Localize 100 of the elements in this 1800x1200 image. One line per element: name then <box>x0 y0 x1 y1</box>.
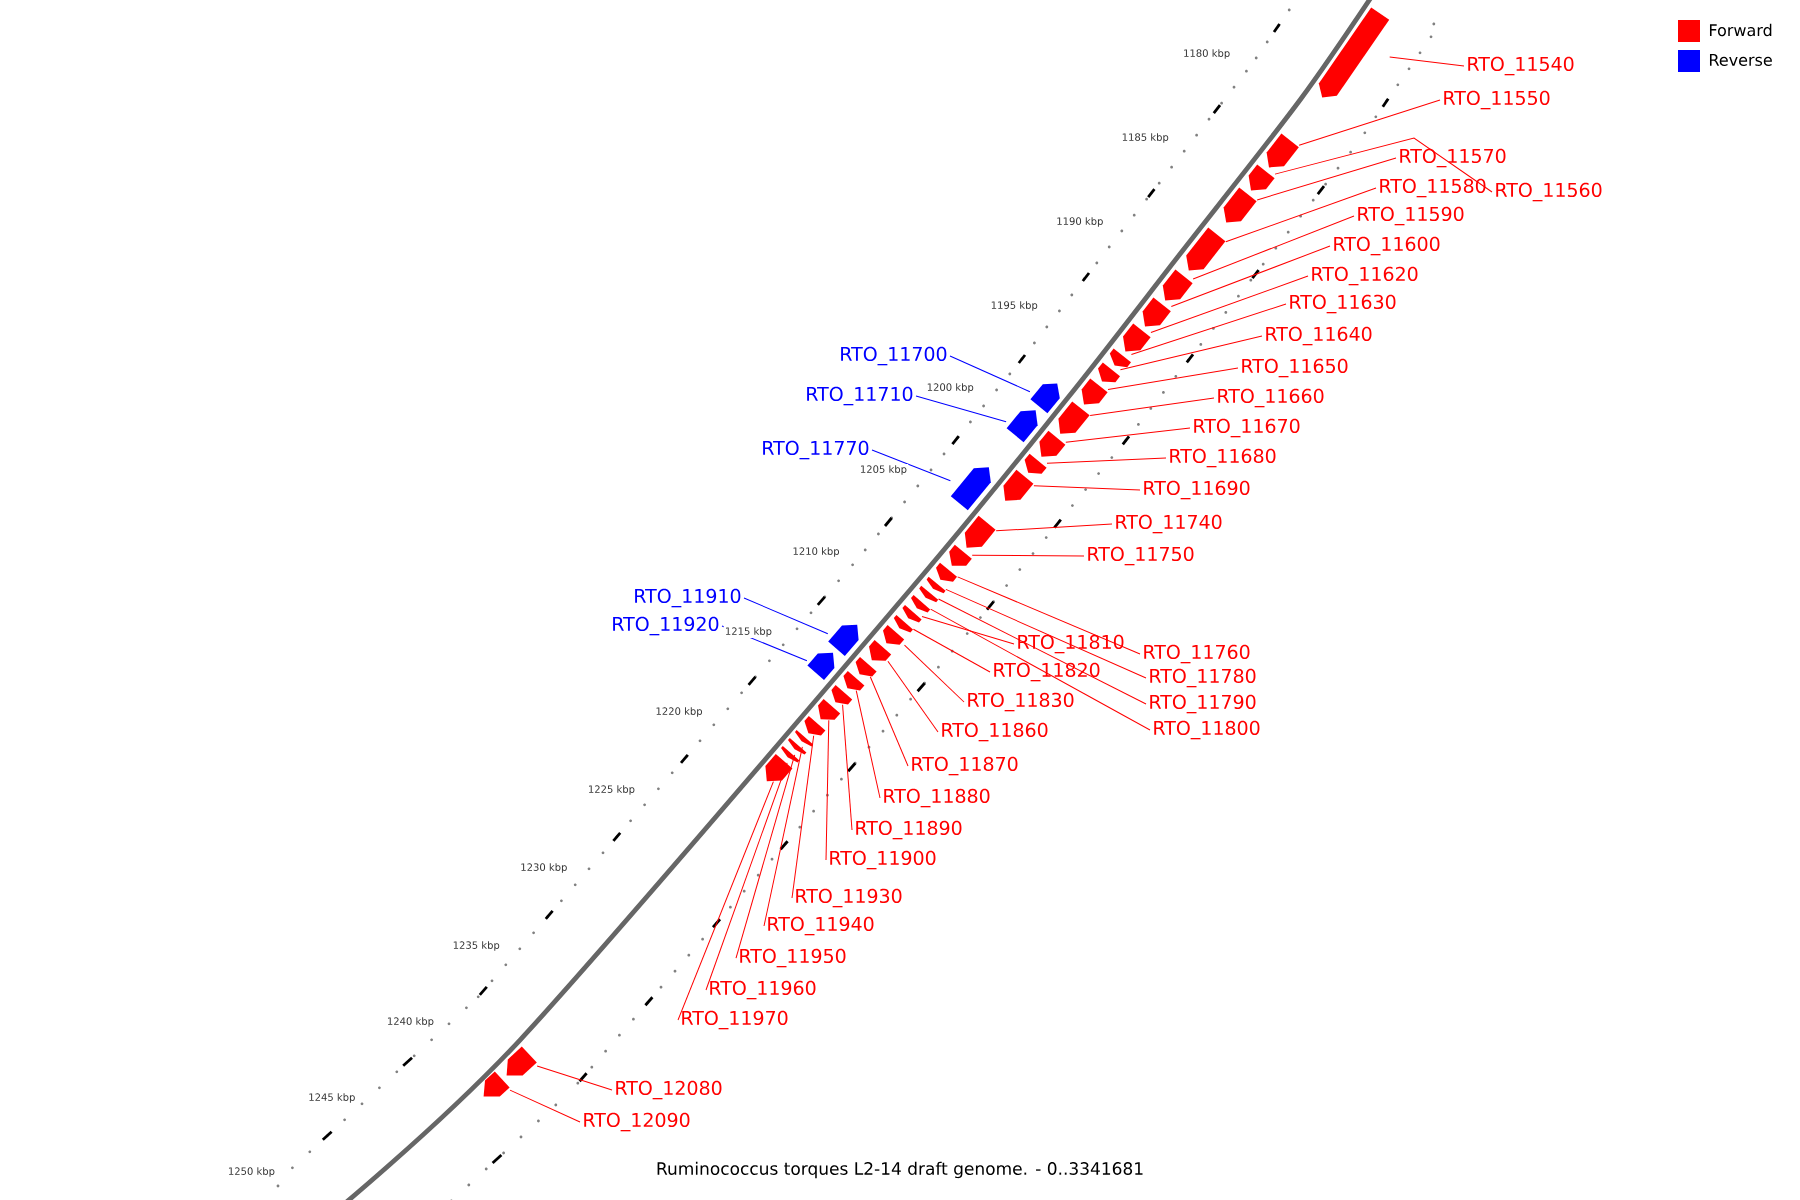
gene-label: RTO_11540 <box>1468 56 1574 76</box>
gene-glyph <box>843 671 865 691</box>
leader-line <box>1089 397 1215 417</box>
leader-line <box>995 523 1113 532</box>
gene-glyph <box>936 562 957 582</box>
leader-line <box>705 762 788 991</box>
gene-glyph <box>781 746 800 763</box>
leader-line <box>871 449 951 482</box>
gene-glyph <box>855 657 877 677</box>
leader-line <box>869 676 909 767</box>
leader-line <box>825 719 830 861</box>
gene-label: RTO_11700 <box>841 346 947 366</box>
leader-line <box>743 597 829 635</box>
leader-line <box>938 598 1147 705</box>
gene-glyph <box>483 1071 510 1097</box>
gene-label: RTO_11770 <box>763 440 869 460</box>
gene-glyph <box>911 595 931 613</box>
leader-line <box>1256 157 1397 201</box>
gene-glyph <box>1030 383 1060 414</box>
leader-line <box>912 628 991 673</box>
gene-glyph <box>1186 227 1226 271</box>
gene-label: RTO_11650 <box>1242 358 1348 378</box>
gene-label: RTO_11750 <box>1088 546 1194 566</box>
gene-glyph <box>926 576 946 594</box>
gene-glyph <box>788 738 807 755</box>
gene-label: RTO_11880 <box>884 788 990 808</box>
leader-line <box>1298 99 1441 146</box>
gene-glyph <box>1003 469 1034 501</box>
gene-glyph <box>1109 348 1131 368</box>
gene-label: RTO_11790 <box>1150 694 1256 714</box>
gene-glyph <box>804 716 826 736</box>
gene-glyph <box>1223 187 1257 223</box>
gene-glyph <box>1248 164 1275 191</box>
gene-glyph <box>1123 323 1151 352</box>
leader-line <box>842 704 853 831</box>
gene-glyph <box>902 605 922 623</box>
gene-glyph <box>1006 410 1038 443</box>
leader-line <box>677 781 774 1021</box>
gene-label: RTO_11800 <box>1154 720 1260 740</box>
gene-glyph <box>949 544 972 566</box>
gene-label: RTO_11760 <box>1144 644 1250 664</box>
leader-line <box>1046 457 1167 464</box>
gene-glyph <box>1058 401 1090 434</box>
leader-line <box>949 355 1031 393</box>
gene-glyph <box>1318 7 1390 98</box>
gene-label: RTO_11690 <box>1144 480 1250 500</box>
gene-label: RTO_11970 <box>682 1010 788 1030</box>
leader-line <box>509 1089 581 1123</box>
gene-label: RTO_11590 <box>1358 206 1464 226</box>
leader-line <box>1150 275 1309 334</box>
leader-line <box>971 554 1085 557</box>
gene-label: RTO_11870 <box>912 756 1018 776</box>
leader-line <box>1130 303 1287 355</box>
leader-line <box>945 588 1147 679</box>
leader-line <box>1033 485 1141 491</box>
gene-glyph <box>765 754 793 782</box>
leader-line <box>1065 427 1191 443</box>
gene-label: RTO_11670 <box>1194 418 1300 438</box>
gene-label: RTO_11950 <box>740 948 846 968</box>
gene-label: RTO_11920 <box>613 616 719 636</box>
leader-line <box>930 608 1151 731</box>
leader-line <box>1192 215 1355 280</box>
gene-glyph <box>1162 269 1193 301</box>
gene-glyph <box>919 585 939 603</box>
leader-line <box>957 576 1141 655</box>
gene-glyph <box>964 515 996 548</box>
gene-label: RTO_11830 <box>968 692 1074 712</box>
legend-label: Forward <box>1710 23 1772 37</box>
gene-label: RTO_11710 <box>807 386 913 406</box>
gene-label: RTO_11860 <box>942 722 1048 742</box>
gene-label: RTO_11620 <box>1312 266 1418 286</box>
gene-label: RTO_11630 <box>1290 294 1396 314</box>
leader-line <box>735 754 796 959</box>
gene-label: RTO_11930 <box>796 888 902 908</box>
leader-line <box>763 746 803 927</box>
gene-glyph <box>1098 362 1120 383</box>
gene-label: RTO_11660 <box>1218 388 1324 408</box>
gene-glyph <box>893 615 913 633</box>
gene-glyph <box>1024 453 1047 474</box>
leader-line <box>536 1065 613 1091</box>
leader-line <box>1107 367 1239 390</box>
gene-label: RTO_11550 <box>1444 90 1550 110</box>
leader-line <box>887 660 939 733</box>
leader-line <box>1170 245 1331 307</box>
gene-label: RTO_11910 <box>635 588 741 608</box>
legend-label: Reverse <box>1710 54 1772 66</box>
gene-label: RTO_11560 <box>1496 182 1602 202</box>
gene-glyph <box>1039 430 1066 457</box>
gene-label: RTO_11960 <box>710 980 816 1000</box>
gene-glyph <box>506 1046 537 1076</box>
gene-glyph <box>1142 297 1171 327</box>
gene-label: RTO_12090 <box>584 1112 690 1132</box>
leader-line <box>904 644 965 703</box>
gene-glyph <box>1081 378 1108 405</box>
gene-glyph <box>950 467 991 511</box>
gene-glyph <box>869 640 892 661</box>
leader-line <box>1225 187 1377 243</box>
gene-label: RTO_11600 <box>1334 236 1440 256</box>
leader-line <box>1119 335 1263 371</box>
gene-label: RTO_11680 <box>1170 448 1276 468</box>
